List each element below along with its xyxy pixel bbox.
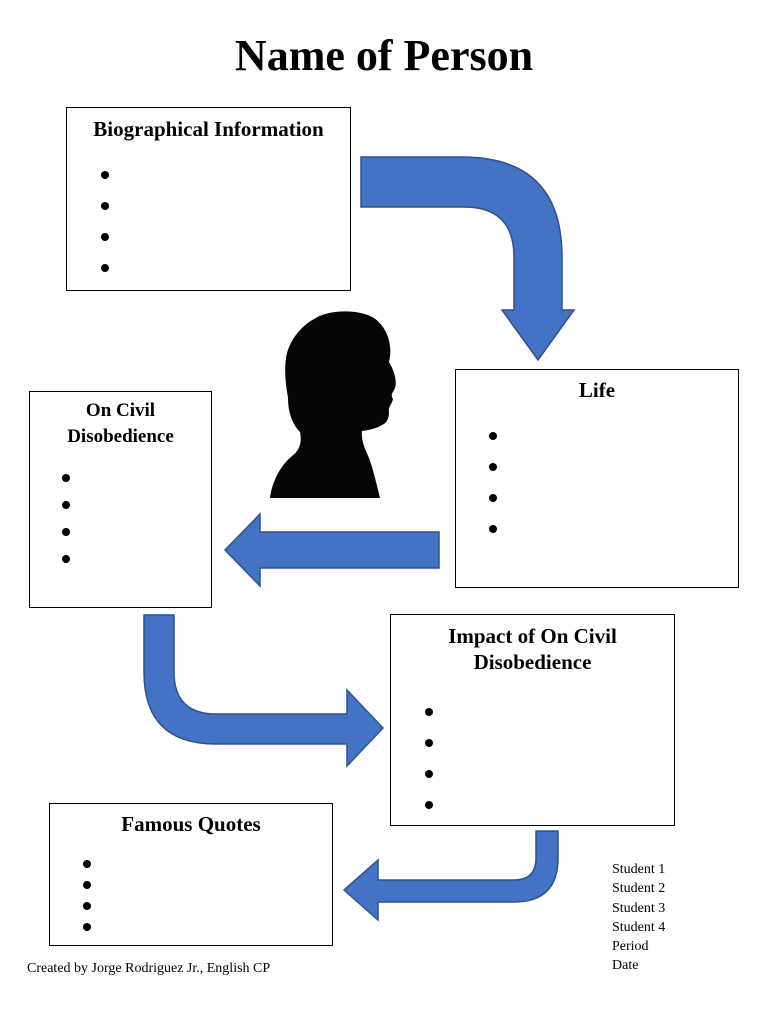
student-2-label: Student 2 — [612, 881, 666, 897]
bullet-item — [425, 761, 674, 792]
civil-disobedience-heading: On Civil Disobedience — [30, 398, 211, 450]
person-silhouette-icon — [270, 311, 396, 498]
bullet-item — [62, 519, 211, 546]
civil-disobedience-heading-line1: On Civil — [85, 400, 156, 421]
impact-heading: Impact of On Civil Disobedience — [391, 623, 674, 675]
bullet-item — [83, 872, 332, 893]
bullet-item — [83, 893, 332, 914]
bullet-item — [83, 851, 332, 872]
student-1-label: Student 1 — [612, 862, 666, 877]
bullet-item — [425, 792, 674, 823]
arrow-bio-to-life — [360, 156, 576, 362]
arrow-impact-to-quotes — [342, 830, 559, 922]
bullet-item — [101, 255, 350, 286]
bullet-item — [489, 454, 738, 485]
civil-disobedience-heading-line2: Disobedience — [67, 426, 174, 447]
bullet-item — [83, 914, 332, 935]
bullet-item — [62, 465, 211, 492]
bullet-item — [62, 546, 211, 573]
page-title: Name of Person — [234, 31, 534, 80]
bullet-item — [489, 423, 738, 454]
life-box: Life — [455, 369, 739, 588]
bullet-item — [101, 162, 350, 193]
bullet-item — [425, 730, 674, 761]
arrow-civil-to-impact — [143, 614, 385, 768]
credit-line: Created by Jorge Rodriguez Jr., English … — [27, 961, 271, 976]
famous-quotes-box: Famous Quotes — [49, 803, 333, 946]
life-heading: Life — [578, 378, 616, 402]
student-info-block: Student 1 Student 2 Student 3 Student 4 … — [612, 860, 665, 976]
civil-disobedience-bullets — [62, 465, 211, 573]
impact-bullets — [425, 699, 674, 823]
civil-disobedience-box: On Civil Disobedience — [29, 391, 212, 608]
student-4-label: Student 4 — [612, 919, 666, 935]
arrow-life-to-civil — [223, 512, 440, 588]
bullet-item — [489, 516, 738, 547]
life-bullets — [489, 423, 738, 547]
date-label: Date — [612, 958, 639, 974]
famous-quotes-heading: Famous Quotes — [121, 812, 261, 836]
biographical-info-heading: Biographical Information — [93, 117, 324, 141]
famous-quotes-bullets — [83, 851, 332, 935]
biographical-info-box: Biographical Information — [66, 107, 351, 291]
bullet-item — [489, 485, 738, 516]
bullet-item — [62, 492, 211, 519]
impact-heading-line1: Impact of On Civil — [448, 624, 617, 648]
bullet-item — [101, 193, 350, 224]
biographical-info-bullets — [101, 162, 350, 286]
impact-box: Impact of On Civil Disobedience — [390, 614, 675, 826]
student-3-label: Student 3 — [612, 900, 666, 916]
impact-heading-line2: Disobedience — [473, 650, 592, 674]
period-label: Period — [612, 939, 649, 955]
bullet-item — [425, 699, 674, 730]
bullet-item — [101, 224, 350, 255]
